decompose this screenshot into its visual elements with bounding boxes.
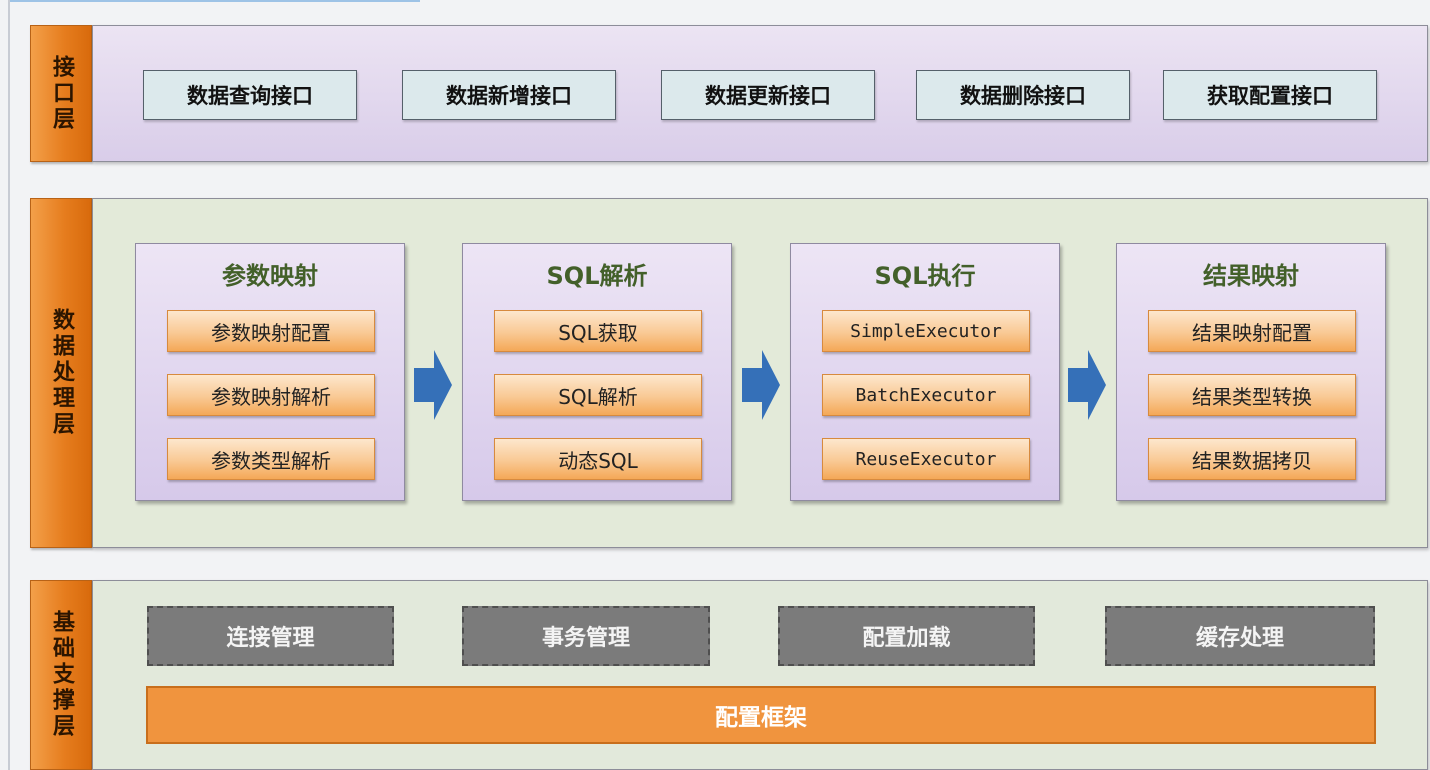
module-item: SQL获取 (494, 310, 702, 352)
api-get-config: 获取配置接口 (1163, 70, 1377, 120)
api-query: 数据查询接口 (143, 70, 357, 120)
module-item: 结果数据拷贝 (1148, 438, 1356, 480)
module-sql-execution: SQL执行 SimpleExecutor BatchExecutor Reuse… (790, 243, 1060, 501)
module-item: ReuseExecutor (822, 438, 1030, 480)
module-item: 参数映射解析 (167, 374, 375, 416)
layer-label-foundation: 基础支撑层 (30, 580, 92, 770)
module-item: SQL解析 (494, 374, 702, 416)
left-border (8, 0, 10, 770)
component-cache: 缓存处理 (1105, 606, 1375, 666)
module-title: SQL解析 (546, 262, 648, 290)
component-connection: 连接管理 (147, 606, 394, 666)
api-insert: 数据新增接口 (402, 70, 616, 120)
component-config-loading: 配置加载 (778, 606, 1035, 666)
module-item: 参数映射配置 (167, 310, 375, 352)
module-item: SimpleExecutor (822, 310, 1030, 352)
component-transaction: 事务管理 (462, 606, 710, 666)
module-title: 结果映射 (1203, 262, 1299, 290)
module-item: 结果映射配置 (1148, 310, 1356, 352)
layer-label-data-processing: 数据处理层 (30, 198, 92, 548)
module-item: 参数类型解析 (167, 438, 375, 480)
module-title: 参数映射 (222, 262, 318, 290)
top-border (10, 0, 420, 2)
layer-label-interface: 接口层 (30, 25, 92, 162)
module-item: 结果类型转换 (1148, 374, 1356, 416)
module-sql-parsing: SQL解析 SQL获取 SQL解析 动态SQL (462, 243, 732, 501)
module-parameter-mapping: 参数映射 参数映射配置 参数映射解析 参数类型解析 (135, 243, 405, 501)
module-item: 动态SQL (494, 438, 702, 480)
api-update: 数据更新接口 (661, 70, 875, 120)
module-result-mapping: 结果映射 结果映射配置 结果类型转换 结果数据拷贝 (1116, 243, 1386, 501)
module-item: BatchExecutor (822, 374, 1030, 416)
api-delete: 数据删除接口 (916, 70, 1130, 120)
module-title: SQL执行 (874, 262, 976, 290)
right-arrow-icon (414, 350, 452, 420)
right-arrow-icon (1068, 350, 1106, 420)
config-framework-bar: 配置框架 (146, 686, 1376, 744)
right-arrow-icon (742, 350, 780, 420)
